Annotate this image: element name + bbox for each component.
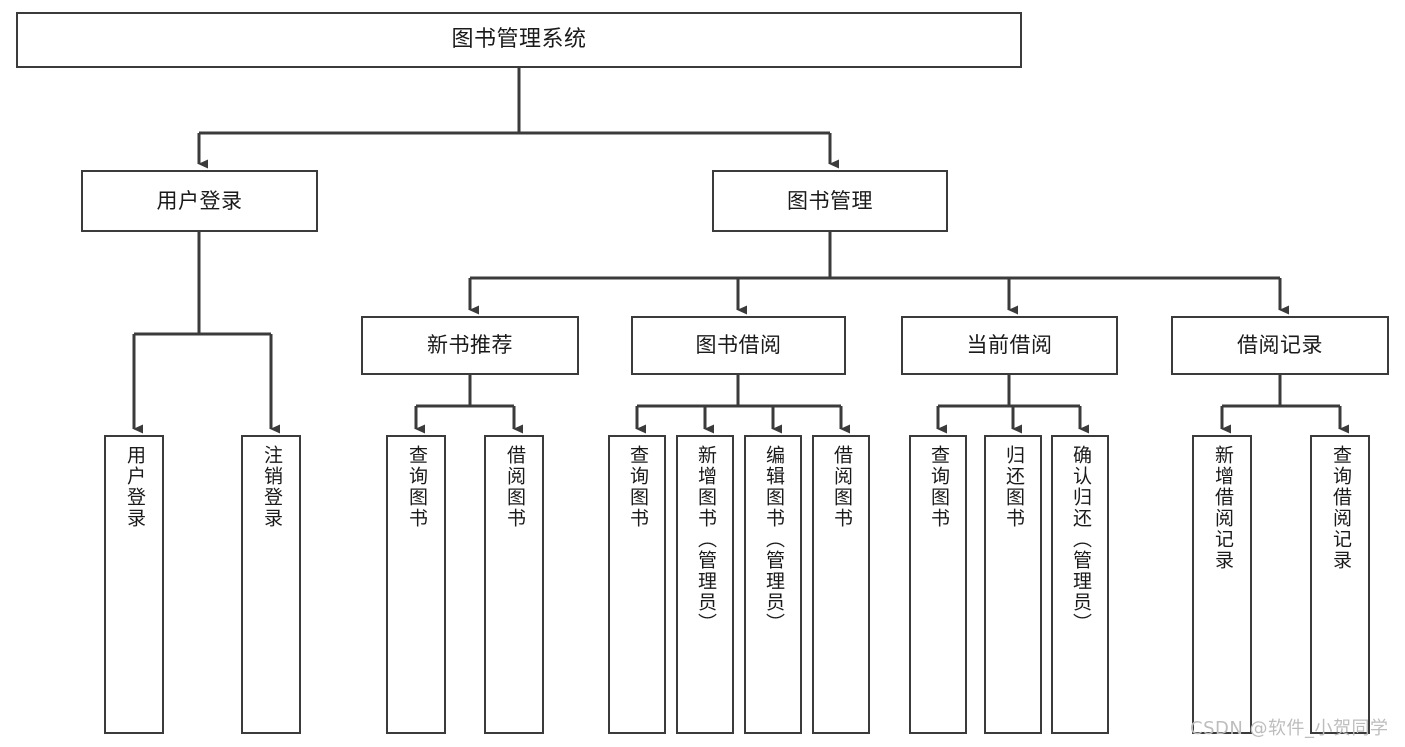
node-leaf-user-login-label: 用户登录 [123,445,146,529]
node-leaf-query-borrow-record[interactable]: 查询借阅记录 [1310,435,1370,734]
node-leaf-return-book-label: 归还图书 [1002,445,1025,529]
node-leaf-logout-login-label: 注销登录 [260,445,283,529]
node-leaf-add-book-admin-label: 新增图书（管理员） [694,445,717,634]
node-new-book-recommend[interactable]: 新书推荐 [361,316,579,375]
node-root-label: 图书管理系统 [451,27,587,53]
node-leaf-add-borrow-record[interactable]: 新增借阅记录 [1192,435,1252,734]
node-leaf-edit-book-admin-label: 编辑图书（管理员） [762,445,785,634]
node-user-login-label: 用户登录 [156,188,243,213]
node-leaf-borrow-book-label: 借阅图书 [830,445,853,529]
node-user-login[interactable]: 用户登录 [81,170,318,232]
node-leaf-add-borrow-record-label: 新增借阅记录 [1211,445,1234,571]
node-leaf-borrow-book[interactable]: 借阅图书 [812,435,870,734]
node-leaf-query-book-rec-label: 查询图书 [405,445,428,529]
node-leaf-query-book-rec[interactable]: 查询图书 [386,435,446,734]
csdn-watermark: CSDN @软件_小贺同学 [1190,718,1389,739]
node-leaf-user-login[interactable]: 用户登录 [104,435,164,734]
node-borrow-record-label: 借阅记录 [1237,333,1323,358]
node-leaf-query-book-borrow-label: 查询图书 [626,445,649,529]
node-leaf-add-book-admin[interactable]: 新增图书（管理员） [676,435,734,734]
node-leaf-borrow-book-rec[interactable]: 借阅图书 [484,435,544,734]
node-book-borrow[interactable]: 图书借阅 [631,316,846,375]
node-borrow-record[interactable]: 借阅记录 [1171,316,1389,375]
node-book-management-label: 图书管理 [787,188,873,213]
node-book-management[interactable]: 图书管理 [712,170,948,232]
node-leaf-query-book-borrow[interactable]: 查询图书 [608,435,666,734]
node-leaf-query-borrow-record-label: 查询借阅记录 [1329,445,1352,571]
node-root[interactable]: 图书管理系统 [16,12,1022,68]
node-leaf-borrow-book-rec-label: 借阅图书 [503,445,526,529]
node-leaf-edit-book-admin[interactable]: 编辑图书（管理员） [744,435,802,734]
node-leaf-query-book-current-label: 查询图书 [927,445,950,529]
node-leaf-logout-login[interactable]: 注销登录 [241,435,301,734]
node-leaf-confirm-return-admin[interactable]: 确认归还（管理员） [1051,435,1109,734]
node-current-borrow[interactable]: 当前借阅 [901,316,1118,375]
node-current-borrow-label: 当前借阅 [966,333,1053,358]
node-book-borrow-label: 图书借阅 [695,333,782,358]
node-leaf-confirm-return-admin-label: 确认归还（管理员） [1069,445,1092,634]
node-leaf-return-book[interactable]: 归还图书 [984,435,1042,734]
node-new-book-recommend-label: 新书推荐 [427,333,513,358]
node-leaf-query-book-current[interactable]: 查询图书 [909,435,967,734]
